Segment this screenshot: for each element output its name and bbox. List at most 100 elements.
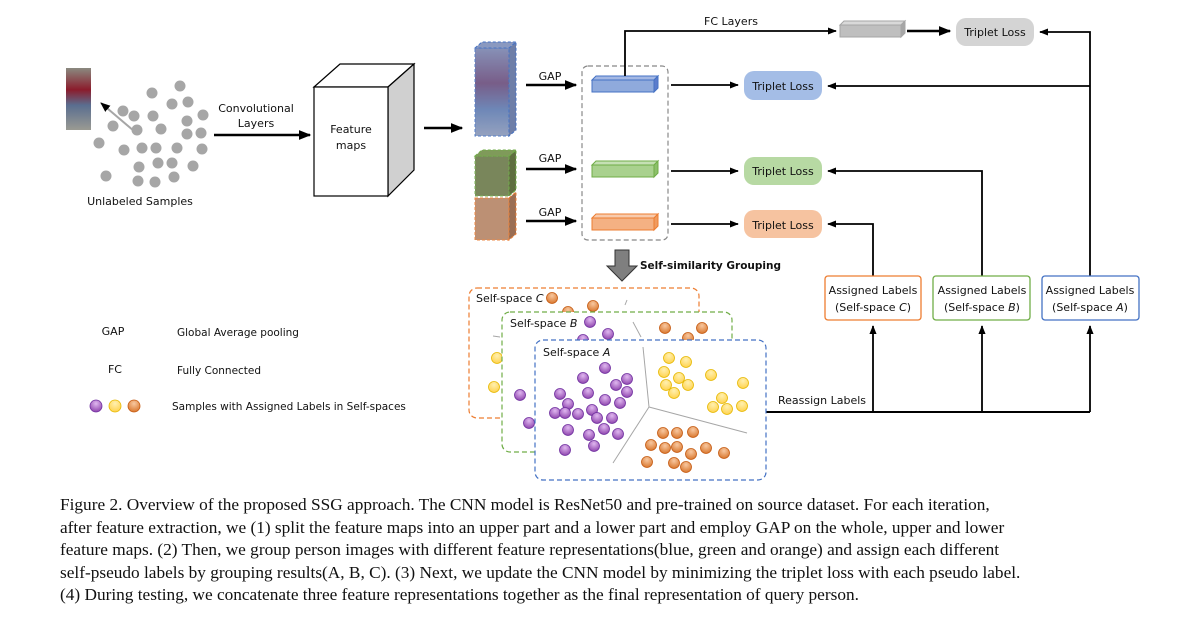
gap-label-whole: GAP: [539, 70, 562, 83]
self-space-a: Self-space A: [534, 339, 767, 481]
unlabeled-sample-dot: [181, 115, 193, 127]
sample-dot: [737, 377, 749, 389]
sample-dot: [514, 389, 526, 401]
sample-dot: [718, 447, 730, 459]
sample-dot: [658, 366, 670, 378]
sample-dot: [736, 400, 748, 412]
sample-dot: [659, 442, 671, 454]
unlabeled-sample-dot: [182, 96, 194, 108]
unlabeled-sample-dot: [118, 144, 130, 156]
sample-dot: [721, 403, 733, 415]
sample-dot: [559, 444, 571, 456]
partition-line: [642, 346, 650, 408]
sample-dot: [549, 407, 561, 419]
label-a-to-losses: [1039, 28, 1091, 276]
svg-text:Triplet Loss: Triplet Loss: [751, 219, 814, 232]
feature-maps-label-line1: Feature: [330, 123, 372, 136]
sample-dot: [588, 440, 600, 452]
unlabeled-samples-group: Unlabeled Samples: [66, 68, 209, 208]
unlabeled-sample-dot: [133, 161, 145, 173]
sample-dot: [591, 412, 603, 424]
person-thumbnail: [66, 68, 91, 130]
svg-text:(Self-space C): (Self-space C): [835, 301, 911, 314]
label-c-to-lower-loss: [827, 220, 874, 276]
feature-vector-lower: [590, 212, 660, 232]
sample-dot: [491, 352, 503, 364]
sample-dot: [659, 322, 671, 334]
sample-dot: [610, 379, 622, 391]
assigned-labels-c: Assigned Labels (Self-space C): [824, 275, 922, 321]
sample-dot: [660, 379, 672, 391]
sample-dot: [641, 456, 653, 468]
svg-text:Self-space C: Self-space C: [476, 292, 544, 305]
sample-dot: [668, 457, 680, 469]
sample-dot: [680, 356, 692, 368]
sample-dot: [554, 388, 566, 400]
sample-dot: [671, 441, 683, 453]
triplet-loss-upper: Triplet Loss: [744, 157, 822, 185]
grouping-arrow: [605, 249, 639, 282]
unlabeled-sample-dot: [181, 128, 193, 140]
caption-line: (4) During testing, we concatenate three…: [60, 585, 859, 604]
gap-label-lower: GAP: [539, 206, 562, 219]
sample-dot: [599, 394, 611, 406]
legend-key-fc: FC: [108, 363, 122, 376]
unlabeled-sample-dot: [107, 120, 119, 132]
sample-dot: [584, 316, 596, 328]
sample-dot: [680, 461, 692, 473]
sample-dot: [645, 439, 657, 451]
svg-text:Triplet Loss: Triplet Loss: [751, 80, 814, 93]
caption-line: Figure 2. Overview of the proposed SSG a…: [60, 495, 990, 514]
sample-dot: [621, 373, 633, 385]
svg-text:(Self-space A): (Self-space A): [1052, 301, 1128, 314]
unlabeled-sample-dot: [149, 176, 161, 188]
caption-line: self-pseudo labels by grouping results(A…: [60, 562, 1021, 582]
partition-line: [648, 406, 748, 434]
unlabeled-samples-label: Unlabeled Samples: [87, 195, 193, 208]
sample-dot: [598, 423, 610, 435]
sample-dot: [606, 412, 618, 424]
unlabeled-sample-dot: [150, 142, 162, 154]
fc-layers-label: FC Layers: [704, 15, 758, 28]
assigned-labels-a: Assigned Labels (Self-space A): [1041, 275, 1140, 321]
lower-feature-volume: [474, 190, 517, 242]
triplet-loss-fc: Triplet Loss: [956, 18, 1034, 46]
gap-label-upper: GAP: [539, 152, 562, 165]
sample-dot: [562, 424, 574, 436]
sample-dot: [582, 387, 594, 399]
sample-dot: [621, 386, 633, 398]
sample-dot: [559, 407, 571, 419]
assigned-labels-b: Assigned Labels (Self-space B): [932, 275, 1031, 321]
legend-key-gap: GAP: [102, 325, 125, 338]
unlabeled-sample-dot: [146, 87, 158, 99]
conv-label-line2: Layers: [238, 117, 275, 130]
legend-dot-yellow: [108, 399, 122, 413]
sample-dot: [602, 328, 614, 340]
svg-text:Triplet Loss: Triplet Loss: [963, 26, 1026, 39]
svg-text:Assigned Labels: Assigned Labels: [1046, 284, 1135, 297]
unlabeled-sample-dot: [195, 127, 207, 139]
sample-dot: [599, 362, 611, 374]
unlabeled-sample-dot: [100, 170, 112, 182]
sample-dot: [572, 408, 584, 420]
svg-text:Self-space A: Self-space A: [543, 346, 610, 359]
figure-caption: Figure 2. Overview of the proposed SSG a…: [60, 494, 1180, 607]
sample-dot: [696, 322, 708, 334]
sample-dot: [583, 429, 595, 441]
sample-dot: [716, 392, 728, 404]
unlabeled-sample-dot: [152, 157, 164, 169]
svg-text:(Self-space B): (Self-space B): [944, 301, 1020, 314]
partition-line: [612, 406, 650, 464]
sample-dot: [663, 352, 675, 364]
unlabeled-sample-dots: [93, 80, 209, 188]
conv-label-line1: Convolutional: [218, 102, 294, 115]
unlabeled-sample-dot: [196, 143, 208, 155]
sample-dot: [671, 427, 683, 439]
whole-feature-volume: [473, 40, 518, 138]
svg-text:Triplet Loss: Triplet Loss: [751, 165, 814, 178]
legend-value-fc: Fully Connected: [177, 365, 261, 377]
unlabeled-sample-dot: [155, 123, 167, 135]
legend-dot-purple: [89, 399, 103, 413]
sample-dot: [614, 397, 626, 409]
unlabeled-sample-dot: [128, 110, 140, 122]
